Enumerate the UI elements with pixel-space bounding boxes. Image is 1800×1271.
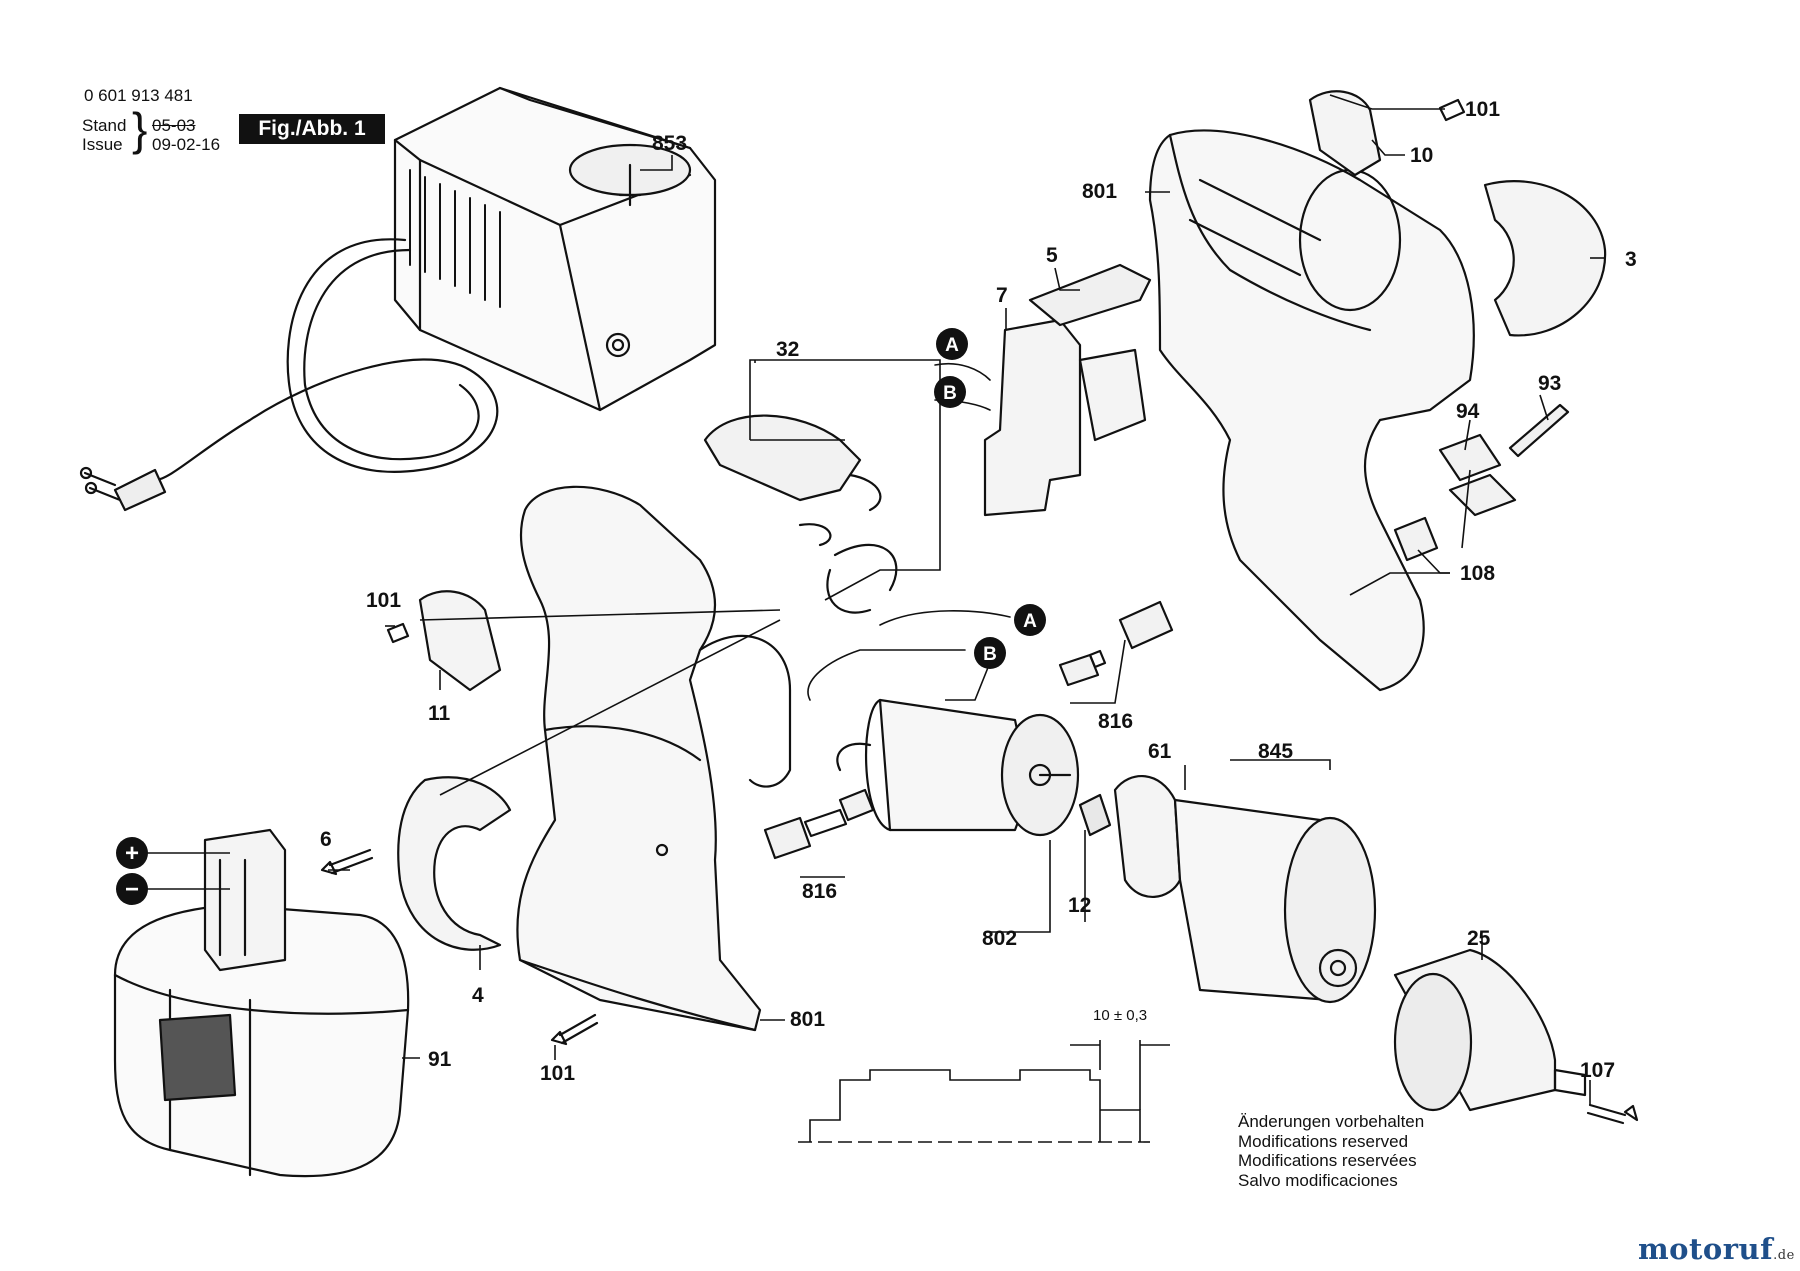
cap-right-drawing <box>1308 90 1382 177</box>
screw-left-drawing <box>386 622 410 644</box>
callout-motor-b: B <box>974 637 1006 669</box>
drawing-number: 0 601 913 481 <box>84 86 193 105</box>
brand-name: motoruf <box>1638 1232 1774 1266</box>
label-chuck: 25 <box>1467 927 1491 950</box>
callout-motor-a-label: A <box>1023 611 1037 632</box>
holder-drawing <box>1393 516 1439 562</box>
label-housing-left: 801 <box>790 1008 825 1031</box>
cover-drawing <box>1483 180 1607 337</box>
label-contacts: 32 <box>776 338 799 361</box>
callout-plus: + <box>116 837 148 869</box>
label-pinion: 12 <box>1068 894 1091 917</box>
callout-plus-label: + <box>125 840 139 867</box>
bit-drawing <box>1508 403 1570 458</box>
label-chuck-screw: 107 <box>1580 1059 1615 1082</box>
label-switch-lever: 5 <box>1046 244 1058 267</box>
motor-drawing <box>836 698 1080 837</box>
label-cap-left: 11 <box>428 702 451 725</box>
label-cap-right: 10 <box>1410 144 1433 167</box>
battery-drawing <box>113 828 410 1178</box>
brace-glyph: } <box>132 103 148 155</box>
callout-minus-label: − <box>125 876 139 903</box>
label-battery: 91 <box>428 1048 452 1071</box>
label-cover: 3 <box>1625 248 1637 271</box>
figure-label: Fig./Abb. 1 <box>239 114 385 144</box>
charger-drawing <box>79 86 717 512</box>
issue-value: 09-02-16 <box>152 135 221 154</box>
switch-lever-drawing <box>1028 263 1152 327</box>
contacts-drawing <box>703 414 862 502</box>
label-holder: 108 <box>1460 562 1495 585</box>
label-screw-left: 101 <box>366 589 401 612</box>
note-de: Änderungen vorbehalten <box>1238 1112 1425 1131</box>
brush-holder-left-drawing <box>763 816 812 860</box>
label-screw-6: 6 <box>320 828 332 851</box>
label-screw-bottom: 101 <box>540 1062 575 1085</box>
chuck-screw-drawing <box>1586 1103 1639 1125</box>
gearbox-drawing <box>1113 775 1377 1004</box>
stand-value: 05-03 <box>152 116 196 135</box>
label-brush-left: 816 <box>802 880 837 903</box>
dimension-detail <box>798 1040 1170 1143</box>
label-gear-set: 845 <box>1258 740 1293 763</box>
callout-motor-b-label: B <box>983 644 997 665</box>
pinion-drawing <box>1078 793 1112 837</box>
label-ring: 4 <box>472 984 484 1007</box>
callout-wire-b-label: B <box>943 383 957 404</box>
stand-label: Stand <box>82 116 127 135</box>
label-bit: 93 <box>1538 372 1561 395</box>
chuck-drawing <box>1393 948 1587 1112</box>
callout-wire-b: B <box>934 376 966 408</box>
callout-wire-a-label: A <box>945 335 959 356</box>
screw-bottom-drawing <box>550 1013 599 1046</box>
callout-motor-a: A <box>1014 604 1046 636</box>
label-switch: 7 <box>996 284 1008 307</box>
label-screw-top: 101 <box>1465 98 1500 121</box>
modification-notes: Änderungen vorbehalten Modifications res… <box>1238 1112 1424 1190</box>
label-motor: 802 <box>982 927 1017 950</box>
label-charger: 853 <box>652 132 687 155</box>
ring-drawing <box>397 776 512 951</box>
callout-wire-a: A <box>936 328 968 360</box>
note-fr: Modifications reservées <box>1238 1151 1417 1170</box>
brand-watermark: motoruf.de <box>1638 1232 1795 1266</box>
dimension-label: 10 ± 0,3 <box>1093 1007 1147 1024</box>
brush-holder-right-drawing <box>1118 600 1174 650</box>
brand-suffix: .de <box>1773 1248 1795 1263</box>
housing-right-drawing <box>1148 129 1475 692</box>
screw-top-drawing <box>1438 98 1466 122</box>
callout-minus: − <box>116 873 148 905</box>
cap-left-drawing <box>418 590 502 692</box>
housing-left-drawing <box>516 485 792 1032</box>
label-brush-right: 816 <box>1098 710 1133 733</box>
label-gearbox: 61 <box>1148 740 1172 763</box>
label-clip: 94 <box>1456 400 1480 423</box>
switch-drawing <box>983 318 1082 517</box>
note-es: Salvo modificaciones <box>1238 1170 1398 1190</box>
note-en: Modifications reserved <box>1238 1131 1409 1151</box>
issue-label: Issue <box>82 135 123 154</box>
label-housing-right: 801 <box>1082 180 1117 203</box>
